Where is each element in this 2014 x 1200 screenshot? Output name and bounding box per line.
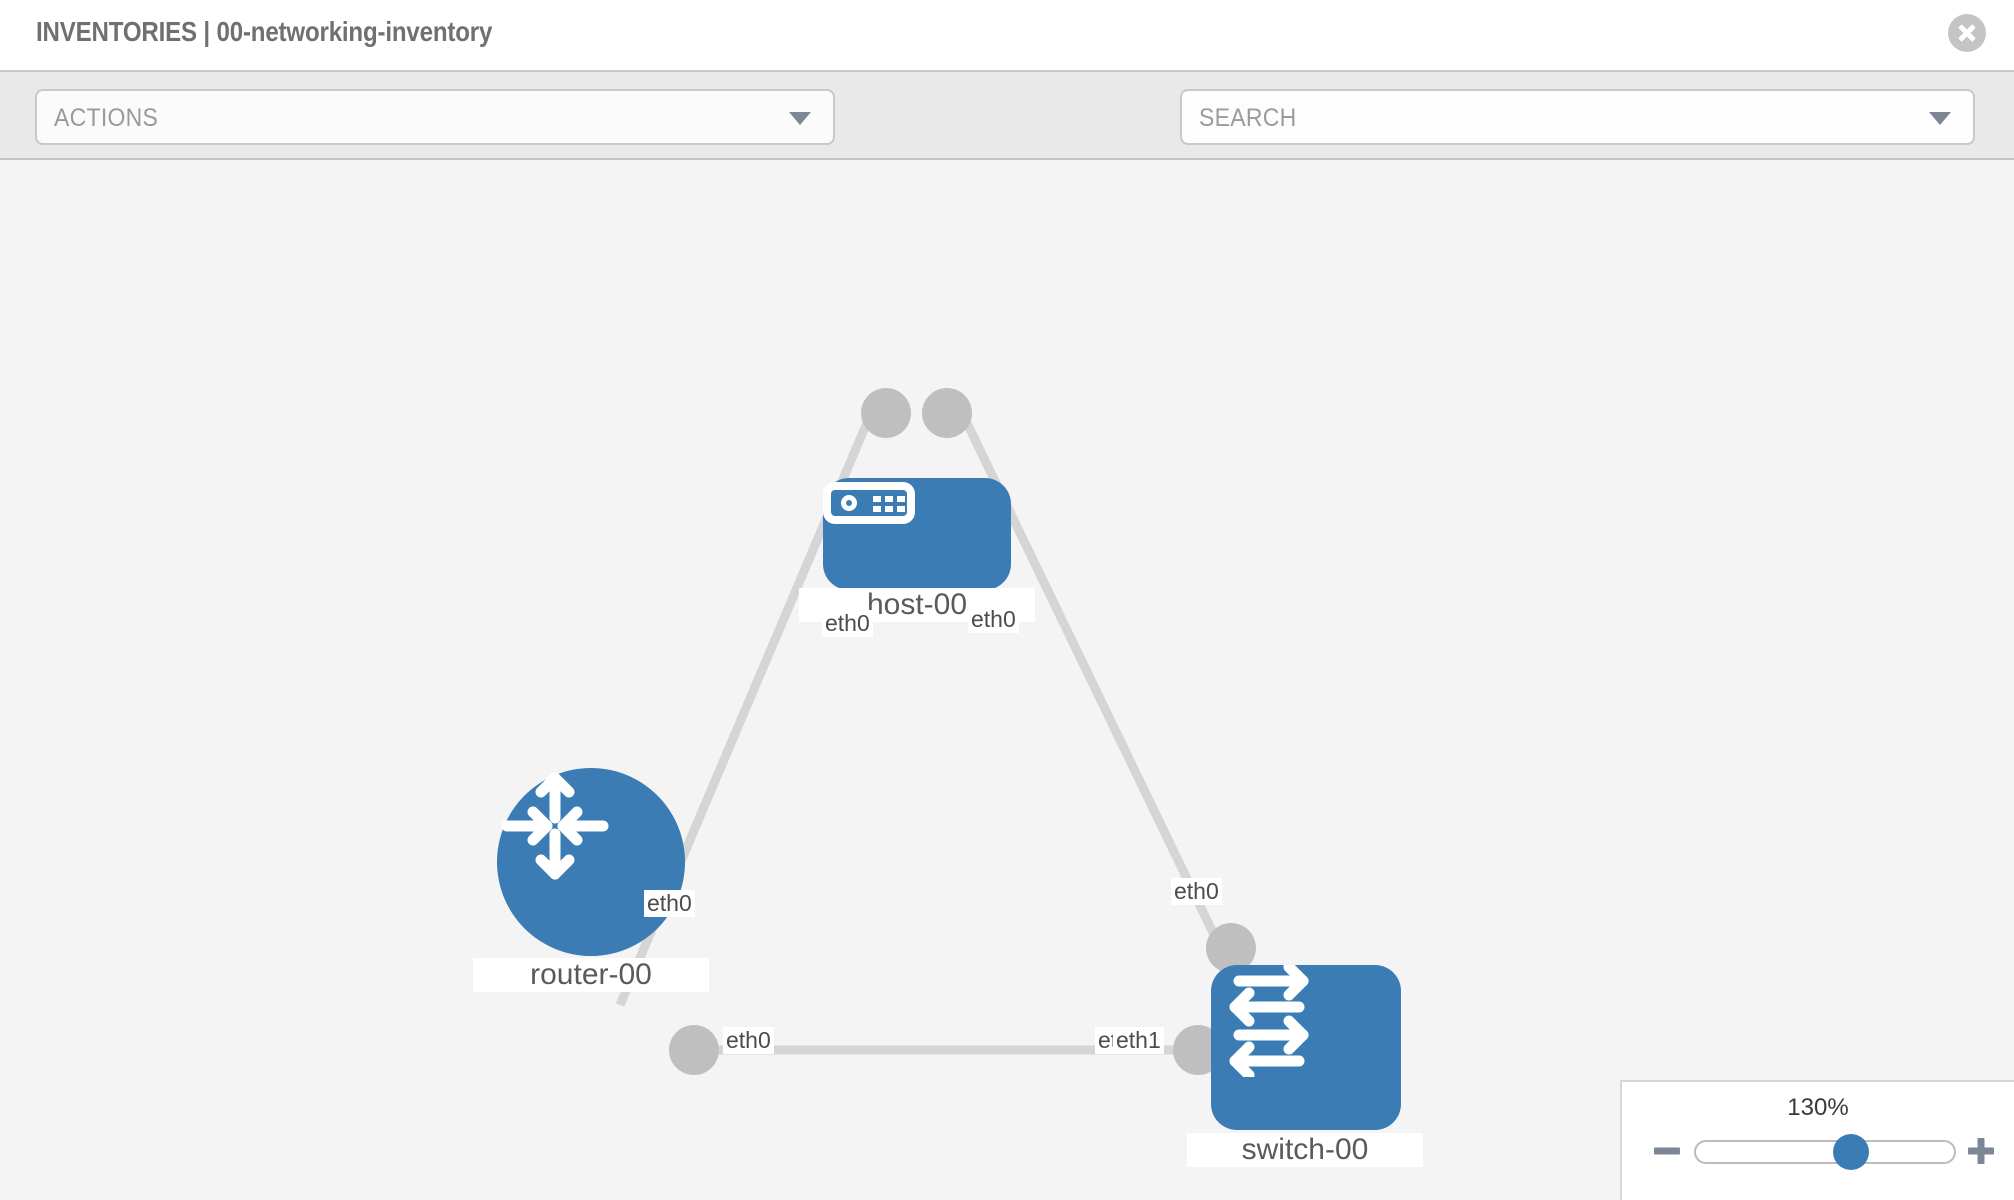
page-header: INVENTORIES | 00-networking-inventory [0,0,2014,70]
page-title: INVENTORIES | 00-networking-inventory [36,16,493,47]
topology-links-layer [615,388,1256,1075]
endpoint-host-left [861,388,911,438]
switch-arrows-icon [1229,965,1309,1077]
link-label-router-up-eth: eth0 [644,890,695,917]
node-router-shape[interactable] [497,768,685,956]
zoom-control-panel: 130% [1620,1080,2014,1200]
node-switch-00-label: switch-00 [1187,1133,1423,1167]
actions-dropdown[interactable]: ACTIONS [35,89,835,145]
link-label-host-right-eth: eth0 [968,606,1019,633]
node-switch-shape[interactable] [1211,965,1401,1130]
topology-graph: host-00 [0,160,2014,1200]
toolbar: ACTIONS SEARCH [0,70,2014,205]
chevron-down-icon[interactable] [1929,112,1951,125]
endpoint-switch-left [1173,1025,1223,1075]
link-label-switch-up-eth: eth0 [1171,878,1222,905]
endpoint-host-right [922,388,972,438]
endpoint-switch-top [1206,923,1256,973]
node-host-shape[interactable] [823,478,1011,590]
node-router-00-label: router-00 [473,958,709,992]
zoom-slider[interactable] [1694,1134,1956,1170]
zoom-slider-thumb[interactable] [1832,1134,1869,1170]
server-icon [823,482,915,524]
zoom-in-button[interactable] [1964,1134,1998,1168]
link-label-switch-left-eth1: eth1 [1113,1027,1164,1054]
zoom-out-button[interactable] [1650,1134,1684,1168]
router-arrows-icon [501,772,609,880]
close-icon[interactable] [1948,14,1986,52]
endpoint-router-right [669,1025,719,1075]
chevron-down-icon [789,112,811,125]
search-placeholder: SEARCH [1199,104,1297,132]
link-label-host-left-eth: eth0 [822,610,873,637]
link-label-router-right-eth: eth0 [723,1027,774,1054]
topology-canvas[interactable]: host-00 [0,160,2014,1200]
actions-dropdown-label: ACTIONS [54,104,159,132]
zoom-level-label: 130% [1787,1094,1849,1121]
search-input[interactable]: SEARCH [1180,89,1975,145]
